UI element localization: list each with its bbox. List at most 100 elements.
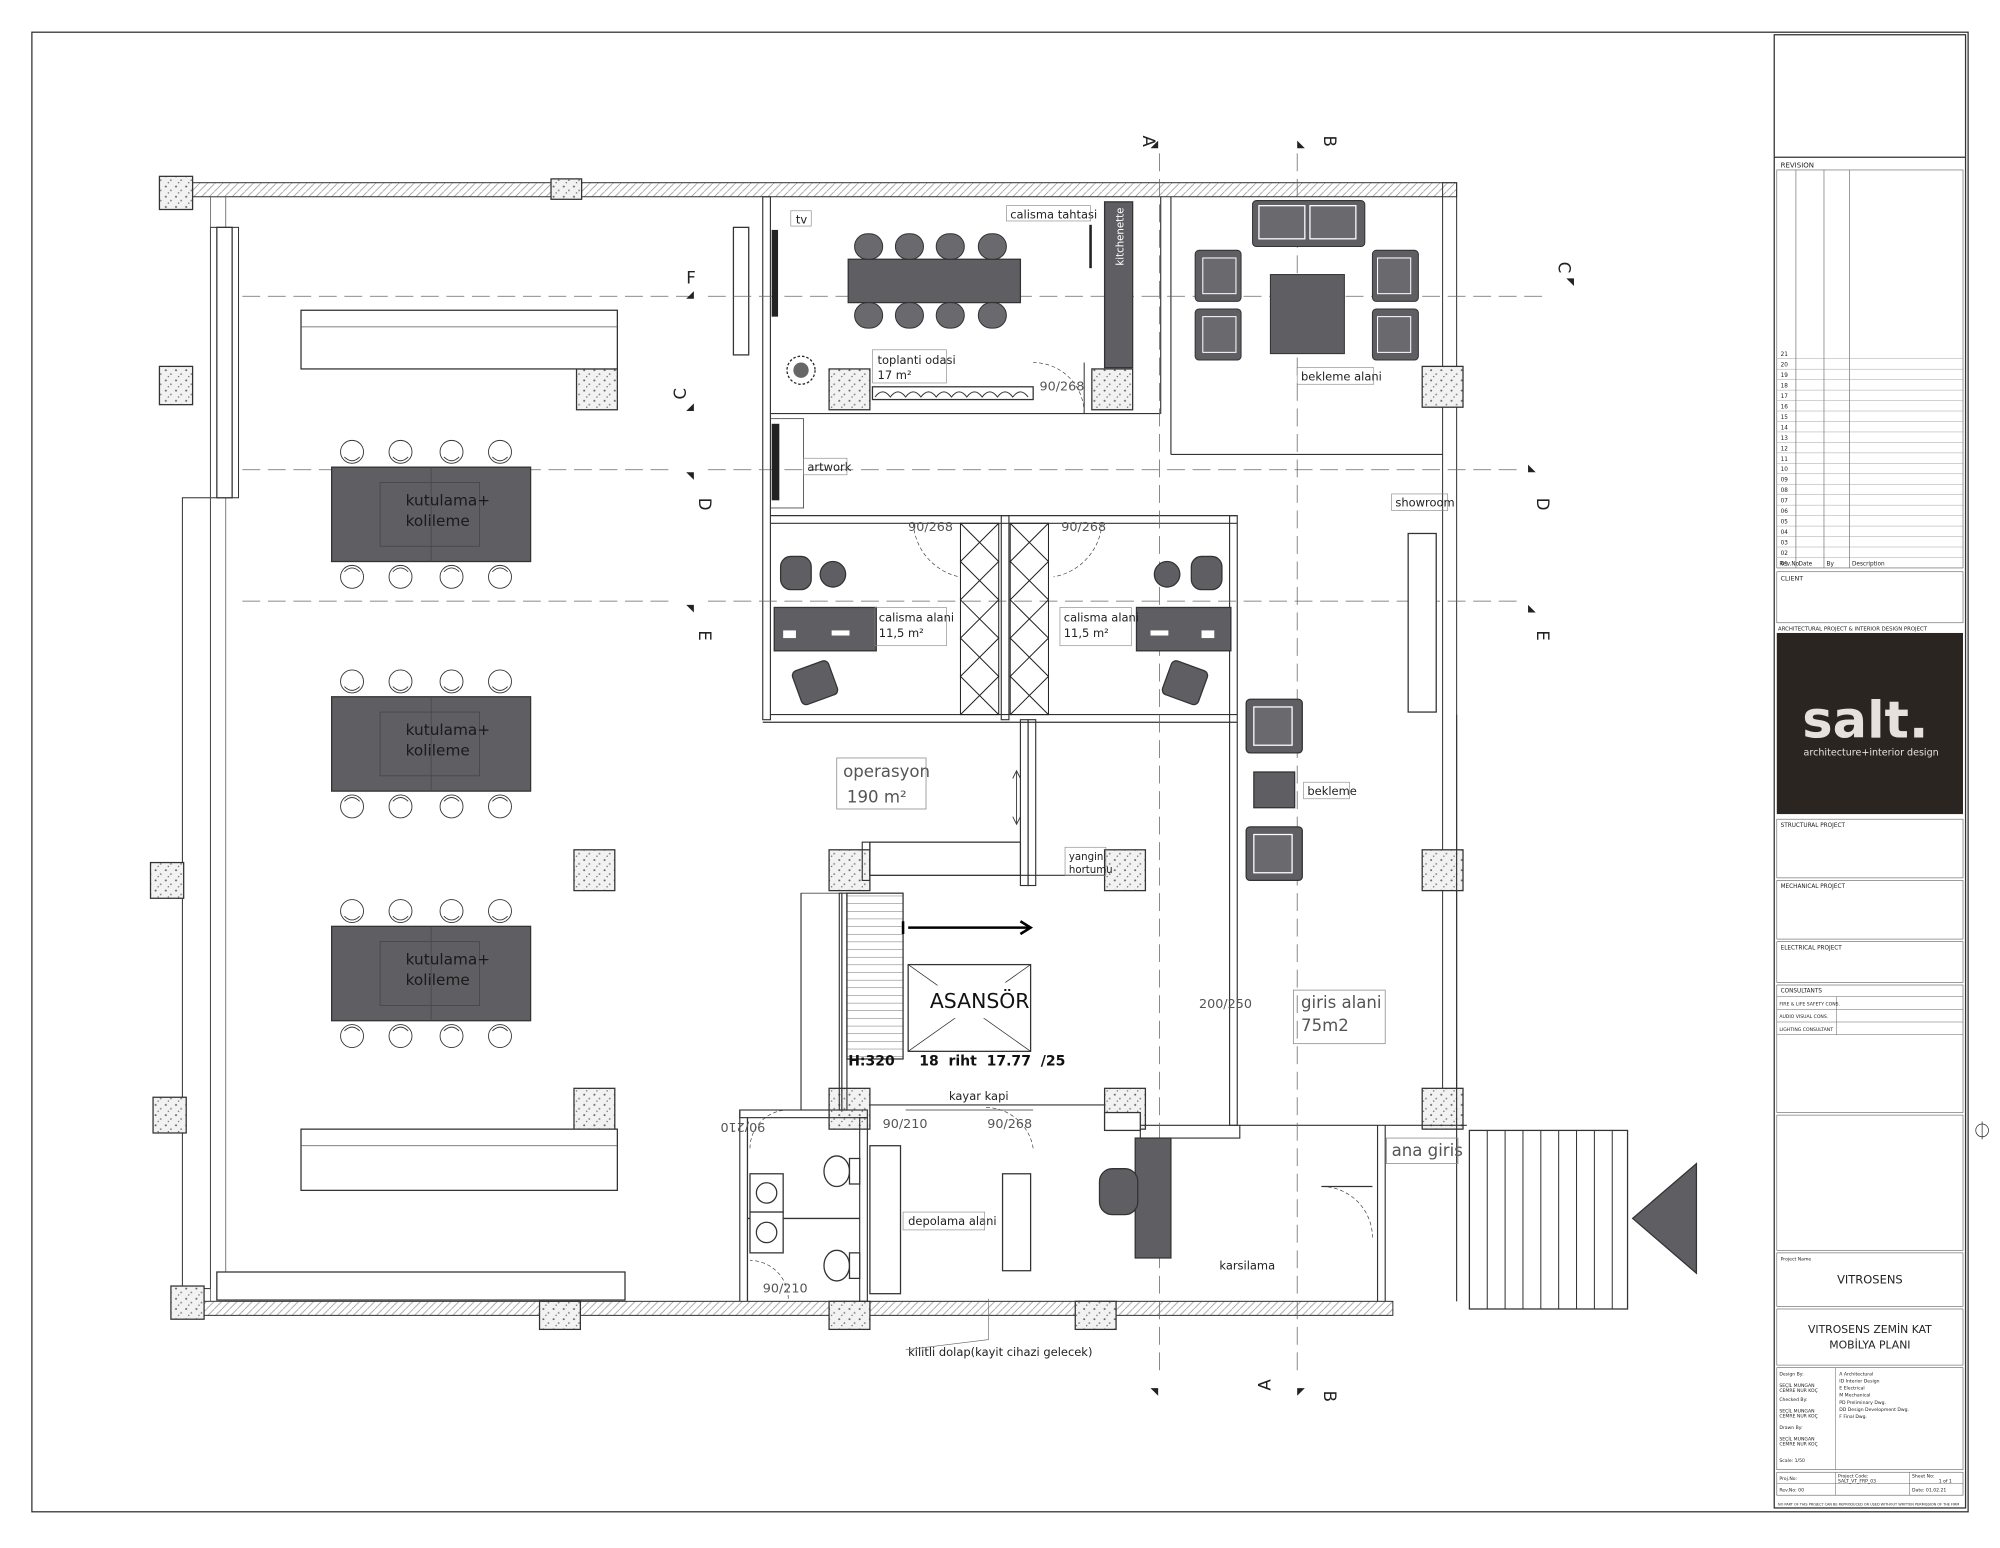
entrance-label: giris alani: [1301, 993, 1382, 1012]
door-size-5: 90/268: [987, 1117, 1032, 1132]
revision-rows: 2120191817161514131211100908070605040302…: [1776, 352, 1964, 569]
main-entrance-label: ana giris: [1392, 1141, 1463, 1160]
drawn-by-label: Drawn By:: [1779, 1425, 1803, 1431]
elevator-label: ASANSÖR: [930, 988, 1030, 1013]
consultants-label: CONSULTANTS: [1781, 989, 1823, 995]
drawing-title-1: VITROSENS ZEMİN KAT: [1808, 1323, 1932, 1336]
showroom-label: showroom: [1395, 496, 1454, 510]
storage-shelves: [216, 226, 750, 1301]
work-room-right: [1053, 523, 1232, 706]
work-room-left: [773, 523, 960, 706]
revision-row-number: 01: [1781, 561, 1789, 567]
section-mark-b-top: B: [1320, 136, 1339, 147]
stair-info: H:320 18 riht 17.77 /25: [848, 1053, 1065, 1069]
packing-chair: [439, 669, 464, 694]
revision-row-number: 20: [1781, 363, 1789, 369]
packing-chair: [439, 439, 464, 464]
packing-table-label-1: kutulama+: [406, 491, 490, 509]
section-mark-f: F: [686, 268, 696, 287]
packing-chair: [439, 899, 464, 923]
packing-table-inset: [379, 711, 480, 777]
packing-chair: [340, 564, 364, 589]
packing-chair: [388, 899, 413, 923]
section-mark-d-left: D: [695, 498, 714, 511]
entrance-area: 75m2: [1301, 1016, 1349, 1035]
legend-item: F Final Dwg.: [1839, 1414, 1867, 1420]
plant-center: [793, 362, 809, 378]
door-size-1: 90/268: [908, 520, 953, 535]
meeting-room-label: toplanti odasi: [878, 353, 956, 367]
reception-desk: [1098, 1111, 1172, 1259]
sliding-door-label: kayar kapi: [949, 1089, 1009, 1103]
reception-chair: [1098, 1168, 1139, 1216]
section-mark-d-right: D: [1533, 498, 1552, 511]
operations-label: operasyon: [843, 762, 930, 781]
project-name: VITROSENS: [1837, 1272, 1903, 1286]
revision-row-number: 09: [1781, 478, 1789, 484]
meeting-room-area: 17 m²: [878, 368, 912, 382]
packing-chair: [488, 439, 512, 464]
work-left-area: 11,5 m²: [879, 626, 924, 640]
revision-row-number: 07: [1781, 499, 1789, 505]
kitchenette-cabinet: [1103, 201, 1134, 369]
section-mark-e-right: E: [1533, 630, 1552, 640]
project-code: SALT_VT_FRP_03: [1838, 1478, 1876, 1484]
small-waiting-furniture: [1245, 698, 1303, 882]
logo-box: [1776, 632, 1964, 815]
electrical-label: ELECTRICAL PROJECT: [1781, 945, 1843, 951]
section-mark-c-right: C: [1555, 262, 1574, 274]
door-size-7: 90/210: [720, 1119, 765, 1134]
design-by-label: Design By:: [1779, 1371, 1804, 1377]
footer-note: NO PART OF THIS PROJECT CAN BE REPRODUCE…: [1778, 1502, 1959, 1506]
meeting-room: [771, 224, 1092, 414]
revision-row-number: 17: [1781, 394, 1789, 400]
packing-table-label-2: kolileme: [406, 971, 470, 989]
section-mark-b-bottom: B: [1320, 1391, 1339, 1402]
small-waiting-label: bekleme: [1307, 784, 1356, 798]
door-size-3: 90/268: [1040, 380, 1085, 395]
packing-chair: [388, 439, 413, 464]
rev-header-date: Date: [1798, 561, 1812, 567]
sheet-border: [31, 31, 1969, 1513]
packing-chair: [488, 669, 512, 694]
door-swings: [749, 1109, 789, 1299]
tv-screen: [771, 229, 779, 317]
rev-no: Rev.No: 00: [1779, 1487, 1804, 1493]
drawing-title-2: MOBİLYA PLANI: [1829, 1339, 1910, 1352]
showroom-display: [1407, 532, 1437, 713]
packing-chair: [340, 439, 364, 464]
packing-chair: [439, 794, 464, 819]
packing-chair: [388, 794, 413, 819]
section-mark-a-bottom: A: [1255, 1379, 1274, 1391]
operations-area: 190 m²: [847, 788, 907, 807]
work-right-label: calisma alani: [1064, 610, 1139, 624]
client-label: CLIENT: [1781, 575, 1804, 583]
project-code-label: Project Code:: [1838, 1473, 1869, 1479]
revision-row-number: 14: [1781, 425, 1789, 431]
packing-table-inset: [379, 482, 480, 547]
waiting-area-furniture: [1194, 200, 1419, 361]
checked-by-label: Checked By:: [1779, 1397, 1808, 1403]
storage-room: [869, 1107, 1034, 1295]
door-size-2: 90/268: [1061, 520, 1106, 535]
scale-label: Scale: 1/50: [1779, 1458, 1805, 1464]
lattice-partitions: [959, 522, 1050, 716]
packing-chair: [488, 899, 512, 923]
packing-table: kutulama+kolileme: [330, 669, 532, 819]
project-name-label: Project Name: [1781, 1257, 1812, 1263]
revision-row-number: 02: [1781, 551, 1789, 557]
storage-label: depolama alani: [908, 1214, 996, 1228]
revision-row-number: 04: [1781, 530, 1789, 536]
packing-chair: [439, 564, 464, 589]
packing-chair: [340, 1024, 364, 1048]
legend-item: ID Interior Design: [1839, 1378, 1879, 1384]
date: Date: 01.02.21: [1912, 1487, 1946, 1493]
entrance-arrow-icon: [1631, 1162, 1698, 1275]
door-size-6: 90/210: [763, 1281, 808, 1296]
work-right-area: 11,5 m²: [1064, 626, 1109, 640]
salt-logo-sub: architecture+interior design: [1804, 747, 1939, 758]
